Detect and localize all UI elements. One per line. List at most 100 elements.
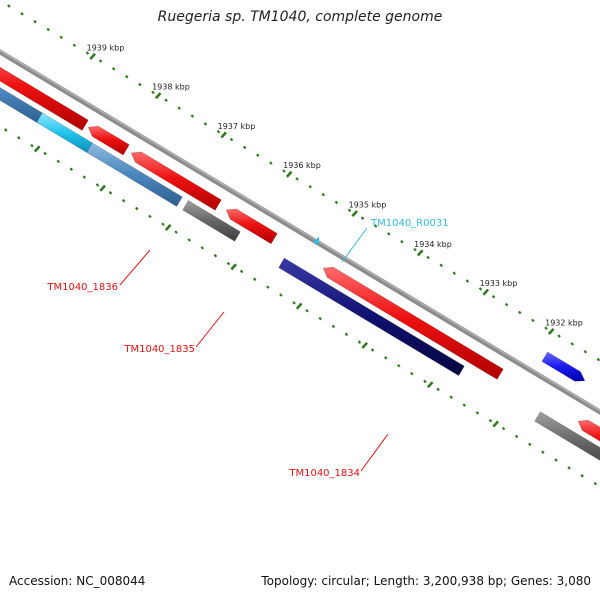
scale-tick-mark [544,326,548,330]
scale-tick-mark [413,247,417,252]
scale-tick-mark [344,332,349,337]
scale-tick-mark [279,293,283,297]
gene-label: TM1040_R0031 [370,218,449,229]
scale-tick-mark [400,239,404,244]
scale-tick-mark [295,177,299,181]
tick-label: 1938 kbp [152,83,190,92]
tick-label: 1934 kbp [414,240,452,249]
forward-feature [541,351,586,382]
scale-tick-mark [567,466,571,470]
major-tick-mark [99,184,106,192]
scale-tick-mark [108,191,113,195]
scale-tick-mark [95,183,100,187]
scale-tick-mark [138,82,142,87]
scale-tick-mark [334,200,339,205]
scale-tick-mark [125,74,129,79]
scale-tick-mark [33,19,37,24]
scale-tick-mark [475,411,480,415]
scale-tick-mark [462,403,467,407]
cds-feature [577,419,600,442]
scale-tick-mark [187,238,191,242]
scale-tick-mark [410,371,414,376]
scale-tick-mark [82,175,87,179]
major-tick-mark [220,131,227,139]
scale-tick-mark [266,285,270,289]
scale-tick-mark [593,481,598,486]
tick-label: 1935 kbp [349,200,387,209]
tick-label: 1932 kbp [545,318,583,327]
major-tick-mark [164,224,172,231]
scale-tick-mark [397,363,401,368]
scale-tick-mark [478,287,483,291]
label-layer: TM1040_R0031TM1040_1836TM1040_1835TM1040… [46,218,448,479]
scale-tick-mark [491,294,496,299]
accession-text: Accession: NC_008044 [9,574,146,588]
scale-tick-mark [580,474,584,478]
scale-tick-mark [596,357,600,362]
gene-label: TM1040_1835 [123,344,195,355]
scale-tick-mark [200,246,205,250]
scale-tick-mark [239,269,244,274]
scale-tick-mark [111,67,116,71]
gene-label: TM1040_1834 [288,468,360,479]
scale-tick-mark [531,318,535,323]
scale-tick-mark [161,222,165,227]
scale-tick-mark [452,271,457,275]
major-tick-mark [416,249,424,257]
scale-tick-mark [373,224,378,228]
map-title: Ruegeria sp. TM1040, complete genome [157,9,443,25]
tick-label: 1939 kbp [87,43,125,52]
scale-tick-mark [269,161,273,165]
scale-tick-mark [7,4,11,8]
scale-tick-mark [387,232,391,236]
major-tick-mark [482,288,489,296]
scale-tick-mark [121,198,126,203]
gene-label-leader [119,249,151,286]
scale-tick-mark [177,106,181,110]
scale-tick-mark [59,35,64,40]
cds-feature [322,266,504,380]
major-tick-mark [89,52,96,60]
scale-tick-mark [583,350,588,354]
scale-tick-mark [174,230,178,234]
scale-tick-mark [229,137,234,142]
scale-tick-mark [135,206,139,211]
gene-label-leader [341,227,368,263]
scale-tick-mark [43,151,47,156]
scale-tick-mark [282,169,286,173]
scale-tick-mark [164,98,168,103]
scale-tick-mark [541,450,545,454]
scale-tick-mark [501,426,506,431]
cds-feature [0,66,89,131]
scale-tick-mark [308,184,312,189]
trna-marker [313,236,319,244]
scale-tick-mark [56,159,60,164]
cds-feature [225,208,278,245]
major-tick-mark [33,145,41,153]
scale-tick-mark [20,12,24,16]
scale-tick-mark [488,418,493,423]
scale-tick-mark [216,129,221,134]
scale-tick-mark [383,356,388,360]
scale-tick-mark [30,143,34,148]
scale-tick-mark [203,122,208,126]
scale-tick-mark [449,395,453,399]
feature-layer [0,66,600,461]
genome-backbone-highlight [0,49,600,412]
gene-label-leader [195,311,225,348]
major-tick-mark [154,92,162,100]
scale-tick-mark [98,59,103,63]
scale-tick-mark [151,90,155,95]
scale-tick-mark [528,442,532,447]
scale-tick-mark [439,263,443,268]
scale-tick-mark [46,27,50,32]
major-tick-mark [547,327,555,335]
tick-label: 1933 kbp [480,279,518,288]
gene-feature [278,257,465,377]
major-tick-mark [230,263,237,271]
topology-text: Topology: circular; Length: 3,200,938 bp… [261,574,591,588]
gene-feature [534,411,600,461]
